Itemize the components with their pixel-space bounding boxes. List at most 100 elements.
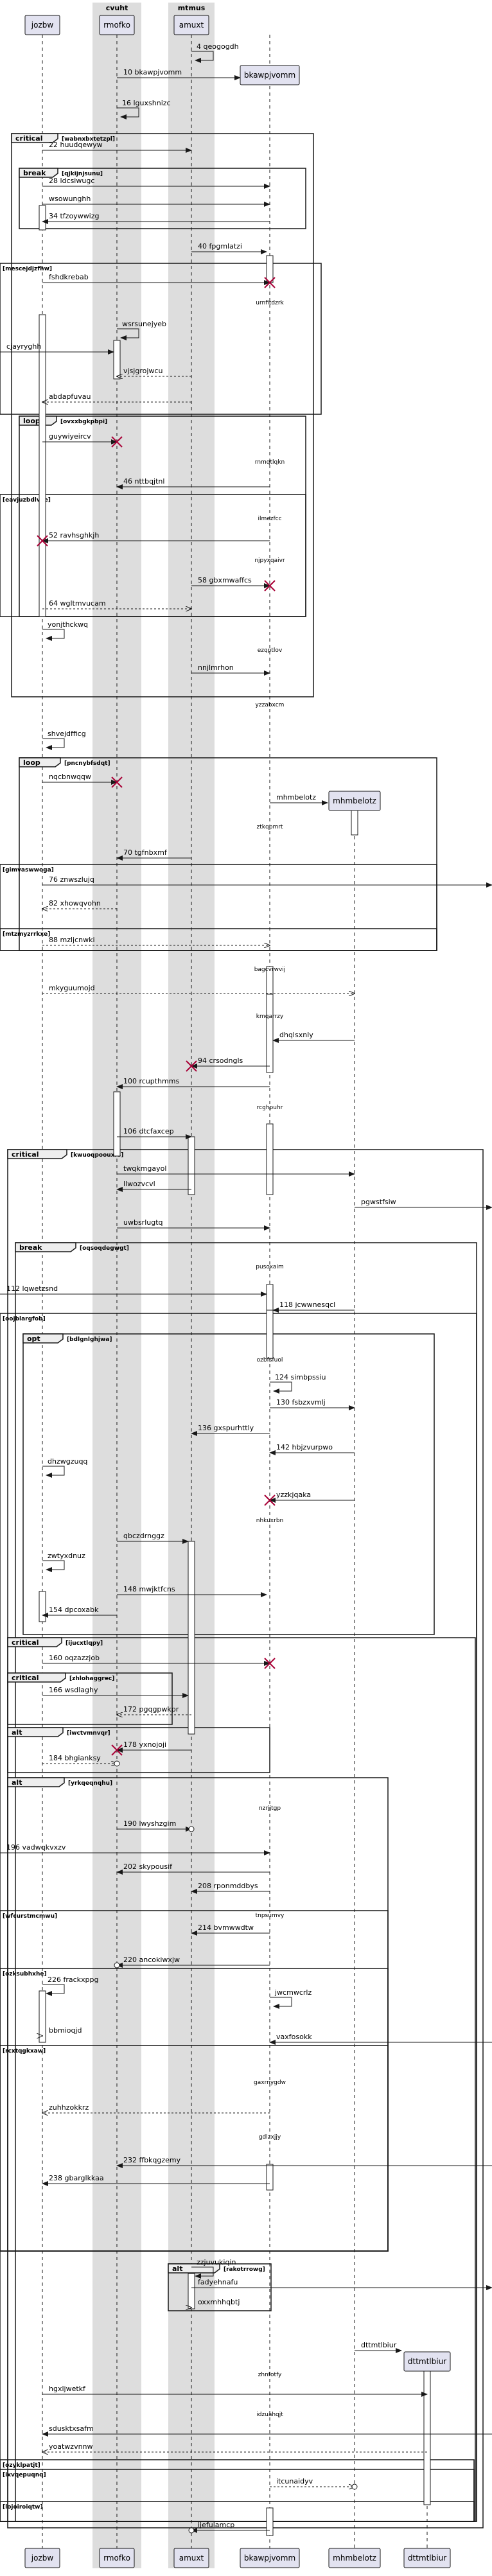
activation-bar: [188, 1136, 195, 1195]
fragment-tab: [7, 1149, 67, 1159]
fragment-frame: [7, 1672, 173, 1725]
participant-group-label: cvuht: [106, 4, 128, 12]
message-label: 196 vadwqkvxzv: [6, 1843, 66, 1852]
message-label: pusoxaim: [256, 1264, 283, 1270]
fragment-tab: [22, 1333, 64, 1344]
participant-label: mhmbelotz: [333, 2554, 376, 2563]
lost-message-end: [114, 1962, 120, 1968]
lost-message-end: [351, 2484, 358, 2490]
self-message-arrow: [270, 1381, 292, 1394]
participant-head: [99, 15, 135, 35]
message-label: 112 lqwetzsnd: [6, 1284, 58, 1293]
fragment-guard: [rcxtqgkxaw]: [3, 2048, 46, 2055]
activation-bar: [266, 1310, 274, 1359]
fragment-guard: [rakotrrowg]: [224, 2266, 265, 2273]
fragment-guard: [mtzmyzrrkxe]: [3, 931, 50, 938]
message-label: nzrjjtgp: [259, 1805, 281, 1812]
fragment-guard: [kwuoqpoouxrs]: [71, 1152, 123, 1159]
message-label: 94 crsodngls: [198, 1056, 243, 1065]
fragment-operator: break: [23, 169, 46, 177]
message-label: 100 rcupthmms: [123, 1077, 179, 1085]
fragment-guard: [yrkqeqnqhu]: [68, 1780, 112, 1787]
fragment-guard: [wabnxbxtetzpl]: [62, 136, 115, 143]
self-message-arrow: [117, 107, 139, 119]
message-label: ozbfsfuol: [257, 1357, 283, 1363]
activation-bar: [39, 314, 46, 617]
message-label: wsowunghh: [49, 195, 91, 203]
fragment-frame: [19, 168, 306, 229]
activation-bar: [351, 810, 358, 836]
message-label: 88 mzljcnwki: [49, 936, 95, 944]
fragment-frame: [0, 1313, 477, 2522]
fragment-guard: [bdlgnlghjwa]: [67, 1336, 112, 1343]
message-label: qbczdrnggz: [123, 1532, 164, 1540]
fragment-tab: [19, 757, 61, 767]
participant-head: [240, 2548, 300, 2568]
activation-bar: [113, 340, 121, 380]
fragment-frame: [7, 1149, 484, 2528]
message-label: dttmtlbiur: [361, 2341, 397, 2349]
participant-head: [328, 2548, 381, 2568]
message-label: dhzwgzuqq: [48, 1457, 87, 1466]
message-label: 82 xhowqvohn: [49, 899, 101, 907]
lost-message-end: [188, 2527, 195, 2534]
message-label: 190 lwyshzgim: [123, 1819, 176, 1828]
message-label: 148 mwjktfcns: [123, 1585, 175, 1593]
destroy-mark: [264, 1494, 276, 1506]
message-label: rnmqtlqkn: [255, 459, 285, 466]
message-label: zhnfotfy: [258, 2372, 282, 2378]
fragment-guard: [eavjuzbdlvye]: [3, 497, 51, 504]
message-label: yoatwzvnnw: [49, 2442, 93, 2451]
participant-head: [24, 2548, 60, 2568]
fragment-guard: [ijucxtlqpy]: [66, 1640, 103, 1647]
fragment-operator: critical: [12, 1674, 39, 1682]
message-label: 142 hbjzvurpwo: [276, 1443, 333, 1451]
message-label: 64 wgltmvucam: [49, 599, 106, 608]
fragment-operator: critical: [12, 1638, 39, 1647]
message-label: itcunaidyv: [276, 2477, 313, 2485]
participant-label: mhmbelotz: [333, 796, 376, 805]
message-label: 34 tfzoywwizg: [49, 212, 100, 220]
message-label: bbmioqjd: [49, 2026, 82, 2035]
fragment-operator: opt: [27, 1335, 40, 1343]
message-label: kmqarrzy: [256, 1013, 284, 1020]
message-label: 232 ffbkqgzemy: [123, 2156, 181, 2164]
fragment-frame: [0, 263, 322, 415]
fragment-tab: [7, 1727, 64, 1737]
participant-label: jozbw: [31, 2554, 54, 2563]
message-label: 76 znwszlujq: [49, 875, 94, 884]
fragment-frame: [0, 2045, 389, 2252]
destroy-mark: [264, 1658, 276, 1669]
destroy-mark: [111, 776, 123, 788]
message-label: zzjuvukiqin: [197, 2258, 236, 2266]
message-label: 124 simbpssiu: [275, 1373, 326, 1381]
participant-head: [173, 2548, 209, 2568]
fragment-frame: [19, 757, 437, 951]
message-label: 226 frackxppg: [48, 1976, 99, 1984]
participant-head: [403, 2351, 451, 2372]
activation-bar: [266, 1123, 274, 1195]
message-label: 172 pgqgpwkpr: [123, 1705, 179, 1713]
fragment-frame: [7, 1727, 270, 1773]
fragment-guard: [mescejdjzfhw]: [3, 266, 52, 272]
message-label: 40 fpgmlatzi: [198, 242, 242, 250]
message-label: njpyxqaivr: [254, 557, 285, 564]
self-message-arrow: [42, 1560, 65, 1572]
message-label: hgxljwetkf: [49, 2385, 86, 2393]
activation-bar: [39, 1591, 46, 1622]
fragment-tab: [168, 2263, 220, 2274]
fragment-guard: [gimvaswwoga]: [3, 867, 54, 873]
self-message-arrow: [42, 1984, 65, 1996]
fragment-tab: [15, 1242, 76, 1252]
message-label: fshdkrebab: [49, 273, 89, 281]
message-label: yonjthckwq: [48, 620, 88, 629]
destroy-mark: [111, 436, 123, 448]
message-label: yzzabxcm: [256, 702, 285, 708]
fragment-guard: [wfcurstmcmwu]: [3, 1913, 57, 1920]
activation-bar: [266, 994, 274, 1073]
message-label: vjsjgrojwcu: [123, 367, 163, 375]
participant-label: rmofko: [103, 2554, 130, 2563]
message-label: pgwstfsiw: [361, 1198, 396, 1206]
message-label: nhkuxrbn: [256, 1518, 284, 1524]
